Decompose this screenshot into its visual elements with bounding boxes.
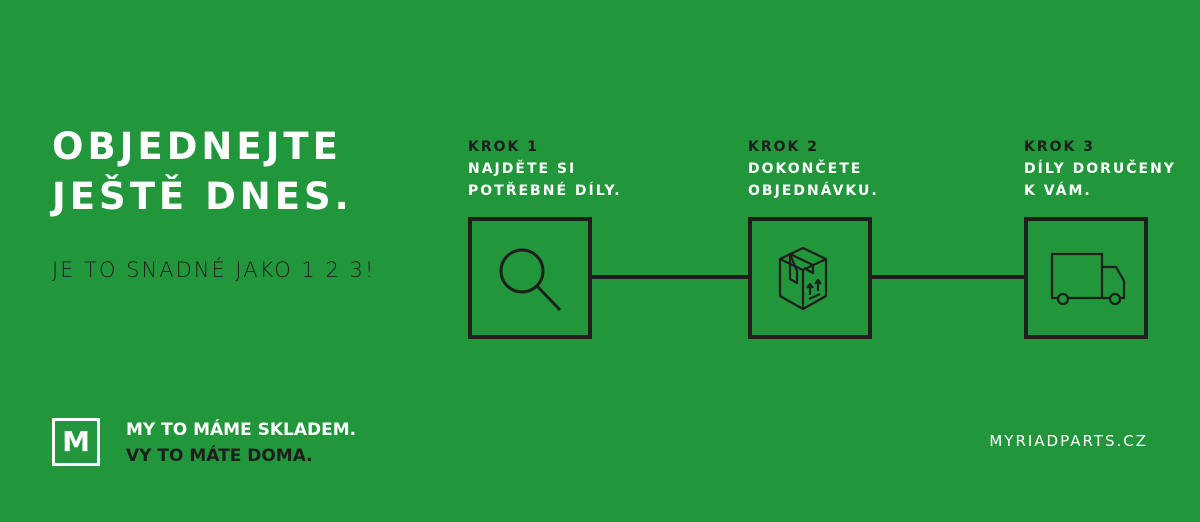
tagline-line-1: MY TO MÁME SKLADEM. <box>126 420 357 440</box>
step-desc: POTŘEBNÉ DÍLY. <box>468 183 622 199</box>
step-desc: DÍLY DORUČENY <box>1024 161 1176 177</box>
step-desc: NAJDĚTE SI <box>468 161 577 177</box>
step-desc: DOKONČETE <box>748 161 863 177</box>
connector-line <box>870 275 1025 279</box>
headline-line-1: OBJEDNEJTE <box>52 125 342 168</box>
subtitle: JE TO SNADNÉ JAKO 1 2 3! <box>52 258 376 282</box>
step-desc: OBJEDNÁVKU. <box>748 183 879 199</box>
tagline-line-2: VY TO MÁTE DOMA. <box>126 446 313 466</box>
tagline: MY TO MÁME SKLADEM. VY TO MÁTE DOMA. <box>126 417 356 469</box>
step-2: KROK 2 DOKONČETE OBJEDNÁVKU. <box>748 136 879 202</box>
step-2-box <box>748 217 872 339</box>
search-icon <box>499 248 562 312</box>
myriad-logo: M <box>52 418 100 466</box>
step-label: KROK 3 <box>1024 139 1095 155</box>
step-3: KROK 3 DÍLY DORUČENY K VÁM. <box>1024 136 1176 202</box>
website-link[interactable]: MYRIADPARTS.CZ <box>989 432 1148 450</box>
step-1: KROK 1 NAJDĚTE SI POTŘEBNÉ DÍLY. <box>468 136 622 202</box>
truck-icon <box>1050 252 1126 306</box>
step-label: KROK 1 <box>468 139 539 155</box>
headline-line-2: JEŠTĚ DNES. <box>52 175 353 218</box>
connector-line <box>590 275 750 279</box>
box-icon <box>778 246 828 311</box>
step-desc: K VÁM. <box>1024 183 1092 199</box>
headline: OBJEDNEJTE JEŠTĚ DNES. <box>52 122 353 222</box>
step-1-box <box>468 217 592 339</box>
step-label: KROK 2 <box>748 139 819 155</box>
step-3-box <box>1024 217 1148 339</box>
